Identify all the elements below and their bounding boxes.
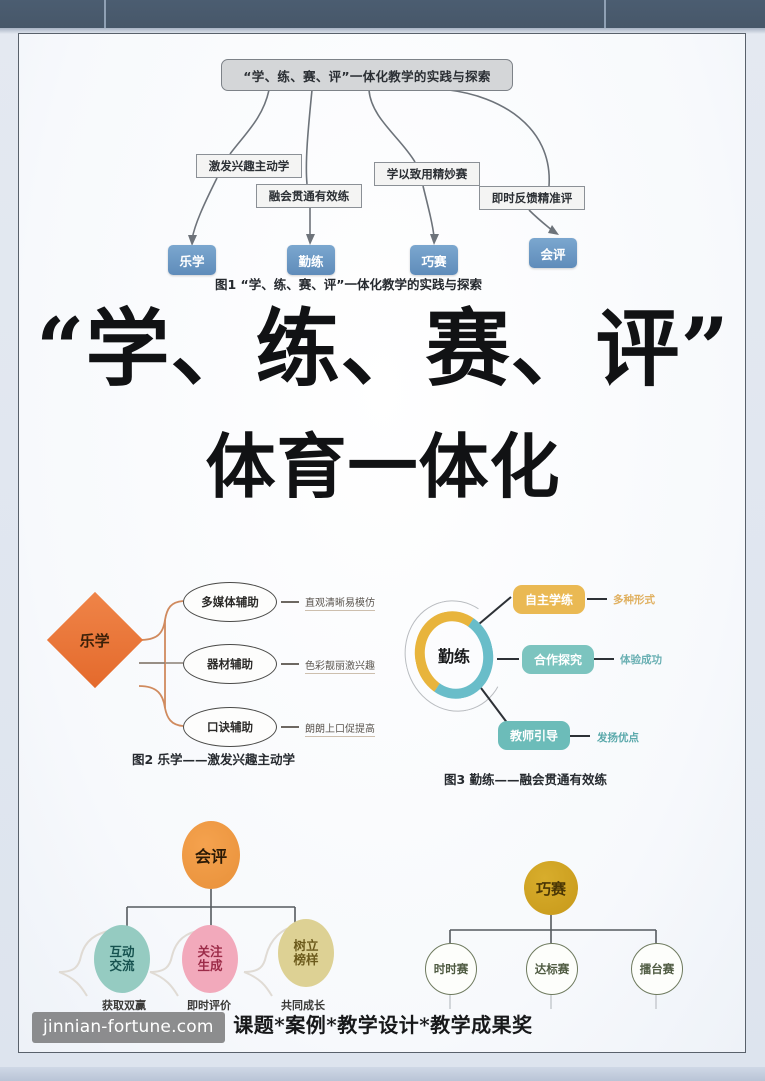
figure5-node-2: 擂台赛 <box>631 943 683 995</box>
figure2-caption: 图2 乐学——激发兴趣主动学 <box>132 752 296 767</box>
figure4-node-0-label: 互动交流 <box>109 943 135 973</box>
figure1-branch-label-3: 即时反馈精准评 <box>479 186 585 210</box>
document-sheet: “学、练、赛、评”一体化教学的实践与探索 激发兴趣主动学 融会贯通有效练 学以致… <box>18 33 746 1053</box>
figure3-note-0: 多种形式 <box>613 594 655 606</box>
headline-secondary: 体育一体化 <box>205 425 561 508</box>
figure3-node-1: 合作探究 <box>522 645 595 674</box>
figure4-sub-0: 获取双赢 <box>102 999 146 1012</box>
figure3-node-2: 教师引导 <box>498 721 571 750</box>
figure2-dash-1 <box>281 663 299 665</box>
figure4-sub-2: 共同成长 <box>281 999 325 1012</box>
figure4-node-1-label: 关注生成 <box>197 943 223 973</box>
figure2-core-label: 乐学 <box>79 631 111 650</box>
strip-divider-right <box>604 0 606 28</box>
figure2-note-2: 朗朗上口促提高 <box>305 720 375 737</box>
figure5-node-1: 达标赛 <box>526 943 578 995</box>
headline-primary: “学、练、赛、评” <box>36 299 730 398</box>
figure2-dash-0 <box>281 601 299 603</box>
figure2-node-1: 器材辅助 <box>183 644 277 684</box>
bottom-bar <box>0 1067 765 1081</box>
figure1-leaf-0: 乐学 <box>168 245 216 275</box>
figure2-dash-2 <box>281 726 299 728</box>
figure4-core-node: 会评 <box>182 821 240 889</box>
figure2-node-0: 多媒体辅助 <box>183 582 277 622</box>
figure1-branch-label-0: 激发兴趣主动学 <box>196 154 302 178</box>
figure1-title-box: “学、练、赛、评”一体化教学的实践与探索 <box>221 59 513 91</box>
figure1-leaf-1: 勤练 <box>287 245 335 275</box>
figure3-dash-1 <box>594 658 614 660</box>
footer-text: 课题*案例*教学设计*教学成果奖 <box>233 1013 533 1037</box>
figure4-sub-1: 即时评价 <box>187 999 231 1012</box>
figure4-node-1: 关注生成 <box>182 925 238 993</box>
figure4-node-2-label: 树立榜样 <box>293 937 319 967</box>
figure3-dash-2 <box>570 735 590 737</box>
figure1-caption: 图1 “学、练、赛、评”一体化教学的实践与探索 <box>215 277 482 292</box>
figure3-dash-0 <box>587 598 607 600</box>
figure2-note-1: 色彩靓丽激兴趣 <box>305 657 375 674</box>
figure5-core-node: 巧赛 <box>524 861 578 915</box>
top-window-strip <box>0 0 765 28</box>
figure2-note-0: 直观清晰易模仿 <box>305 594 375 611</box>
figure1-leaf-3: 会评 <box>529 238 577 268</box>
figure1-leaf-2: 巧赛 <box>410 245 458 275</box>
figure3-note-1: 体验成功 <box>620 654 662 666</box>
figure3-node-0: 自主学练 <box>513 585 586 614</box>
figure4-node-0: 互动交流 <box>94 925 150 993</box>
figure3-note-2: 发扬优点 <box>597 732 639 744</box>
strip-shadow <box>0 28 765 34</box>
watermark-badge: jinnian-fortune.com <box>32 1012 225 1043</box>
figure3-dash-center <box>497 658 519 660</box>
strip-divider-left <box>104 0 106 28</box>
sheet-background <box>19 34 745 1052</box>
figure2-node-2: 口诀辅助 <box>183 707 277 747</box>
figure3-caption: 图3 勤练——融会贯通有效练 <box>444 772 608 787</box>
figure1-branch-label-1: 融会贯通有效练 <box>256 184 362 208</box>
figure3-core-label: 勤练 <box>437 647 470 666</box>
figure4-node-2: 树立榜样 <box>278 919 334 987</box>
figure5-node-0: 时时赛 <box>425 943 477 995</box>
figure1-branch-label-2: 学以致用精妙赛 <box>374 162 480 186</box>
figure3-core-node: 勤练 <box>406 603 502 707</box>
